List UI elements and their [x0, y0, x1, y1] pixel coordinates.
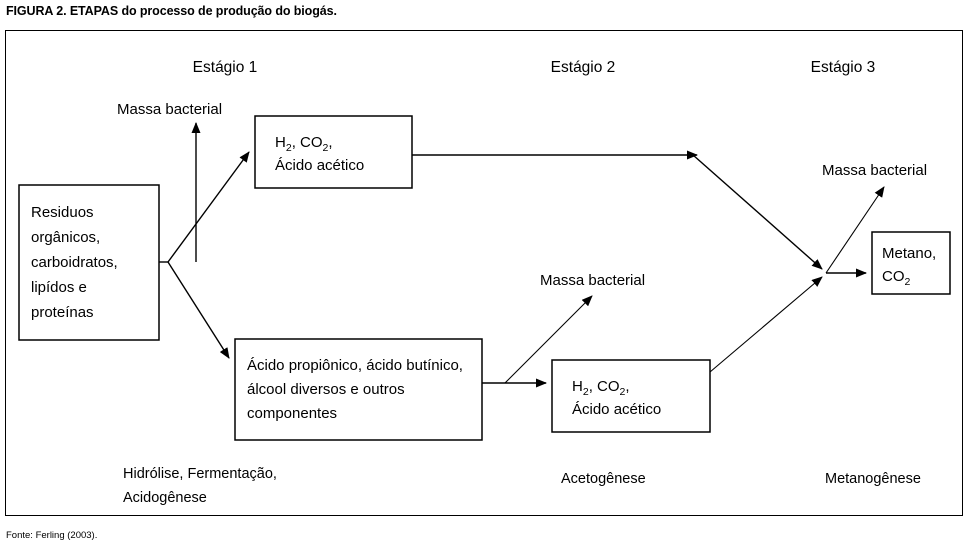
figure-title: FIGURA 2. ETAPAS do processo de produção… [6, 4, 337, 18]
figure-frame [5, 30, 963, 516]
figure-source: Fonte: Ferling (2003). [6, 530, 98, 541]
